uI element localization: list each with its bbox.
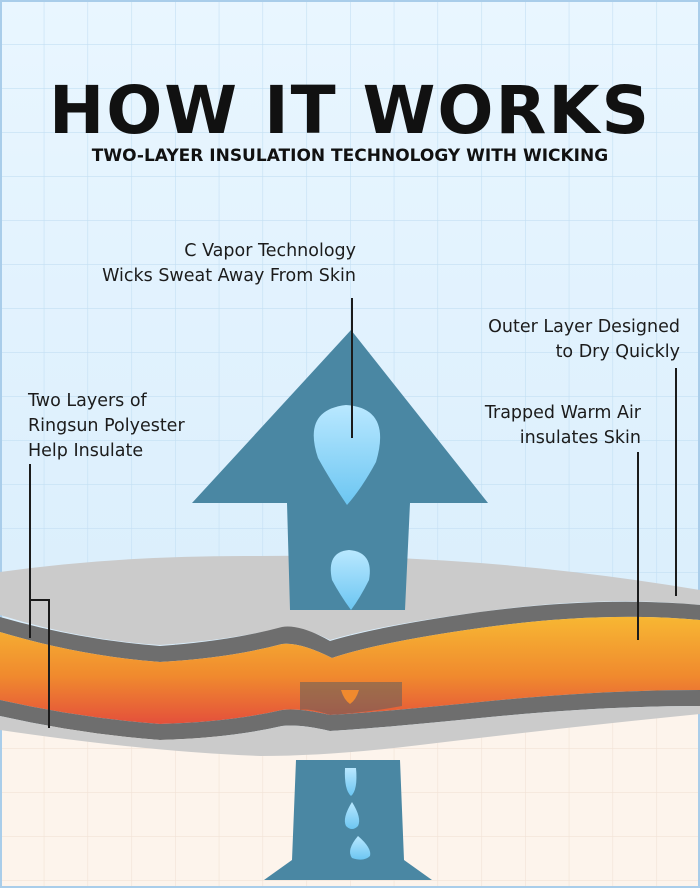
vapor-callout: C Vapor Technology Wicks Sweat Away From… xyxy=(102,239,356,289)
top-fabric-band xyxy=(0,601,700,662)
bottom-fabric-band xyxy=(0,690,700,740)
lower-drop-2 xyxy=(344,802,360,829)
outer-layer-callout: Outer Layer Designed to Dry Quickly xyxy=(488,315,680,365)
air-callout-line2: insulates Skin xyxy=(519,428,641,448)
inner-lining-layer xyxy=(0,706,700,756)
lower-drop-1 xyxy=(344,768,357,796)
polyester-callout-line xyxy=(29,464,50,728)
outer-callout-line1: Outer Layer Designed xyxy=(488,317,680,337)
polyester-callout-line2: Ringsun Polyester xyxy=(28,416,185,436)
arrow-drop-large xyxy=(313,405,381,505)
polyester-callout-line1: Two Layers of xyxy=(28,391,147,411)
polyester-callout: Two Layers of Ringsun Polyester Help Ins… xyxy=(28,389,185,464)
inner-drop xyxy=(341,690,359,704)
page-subtitle: TWO-LAYER INSULATION TECHNOLOGY WITH WIC… xyxy=(91,146,609,166)
arrow-drop-small xyxy=(330,550,370,610)
lower-drop-3 xyxy=(350,836,371,860)
vapor-callout-line1: C Vapor Technology xyxy=(184,241,356,261)
outer-callout-line2: to Dry Quickly xyxy=(555,342,680,362)
polyester-callout-line3: Help Insulate xyxy=(28,441,144,461)
page-title: HOW IT WORKS xyxy=(48,72,652,149)
vapor-callout-line2: Wicks Sweat Away From Skin xyxy=(102,266,356,286)
warm-air-band xyxy=(0,616,700,724)
warm-air-callout: Trapped Warm Air insulates Skin xyxy=(485,401,641,451)
air-callout-line1: Trapped Warm Air xyxy=(484,403,641,423)
